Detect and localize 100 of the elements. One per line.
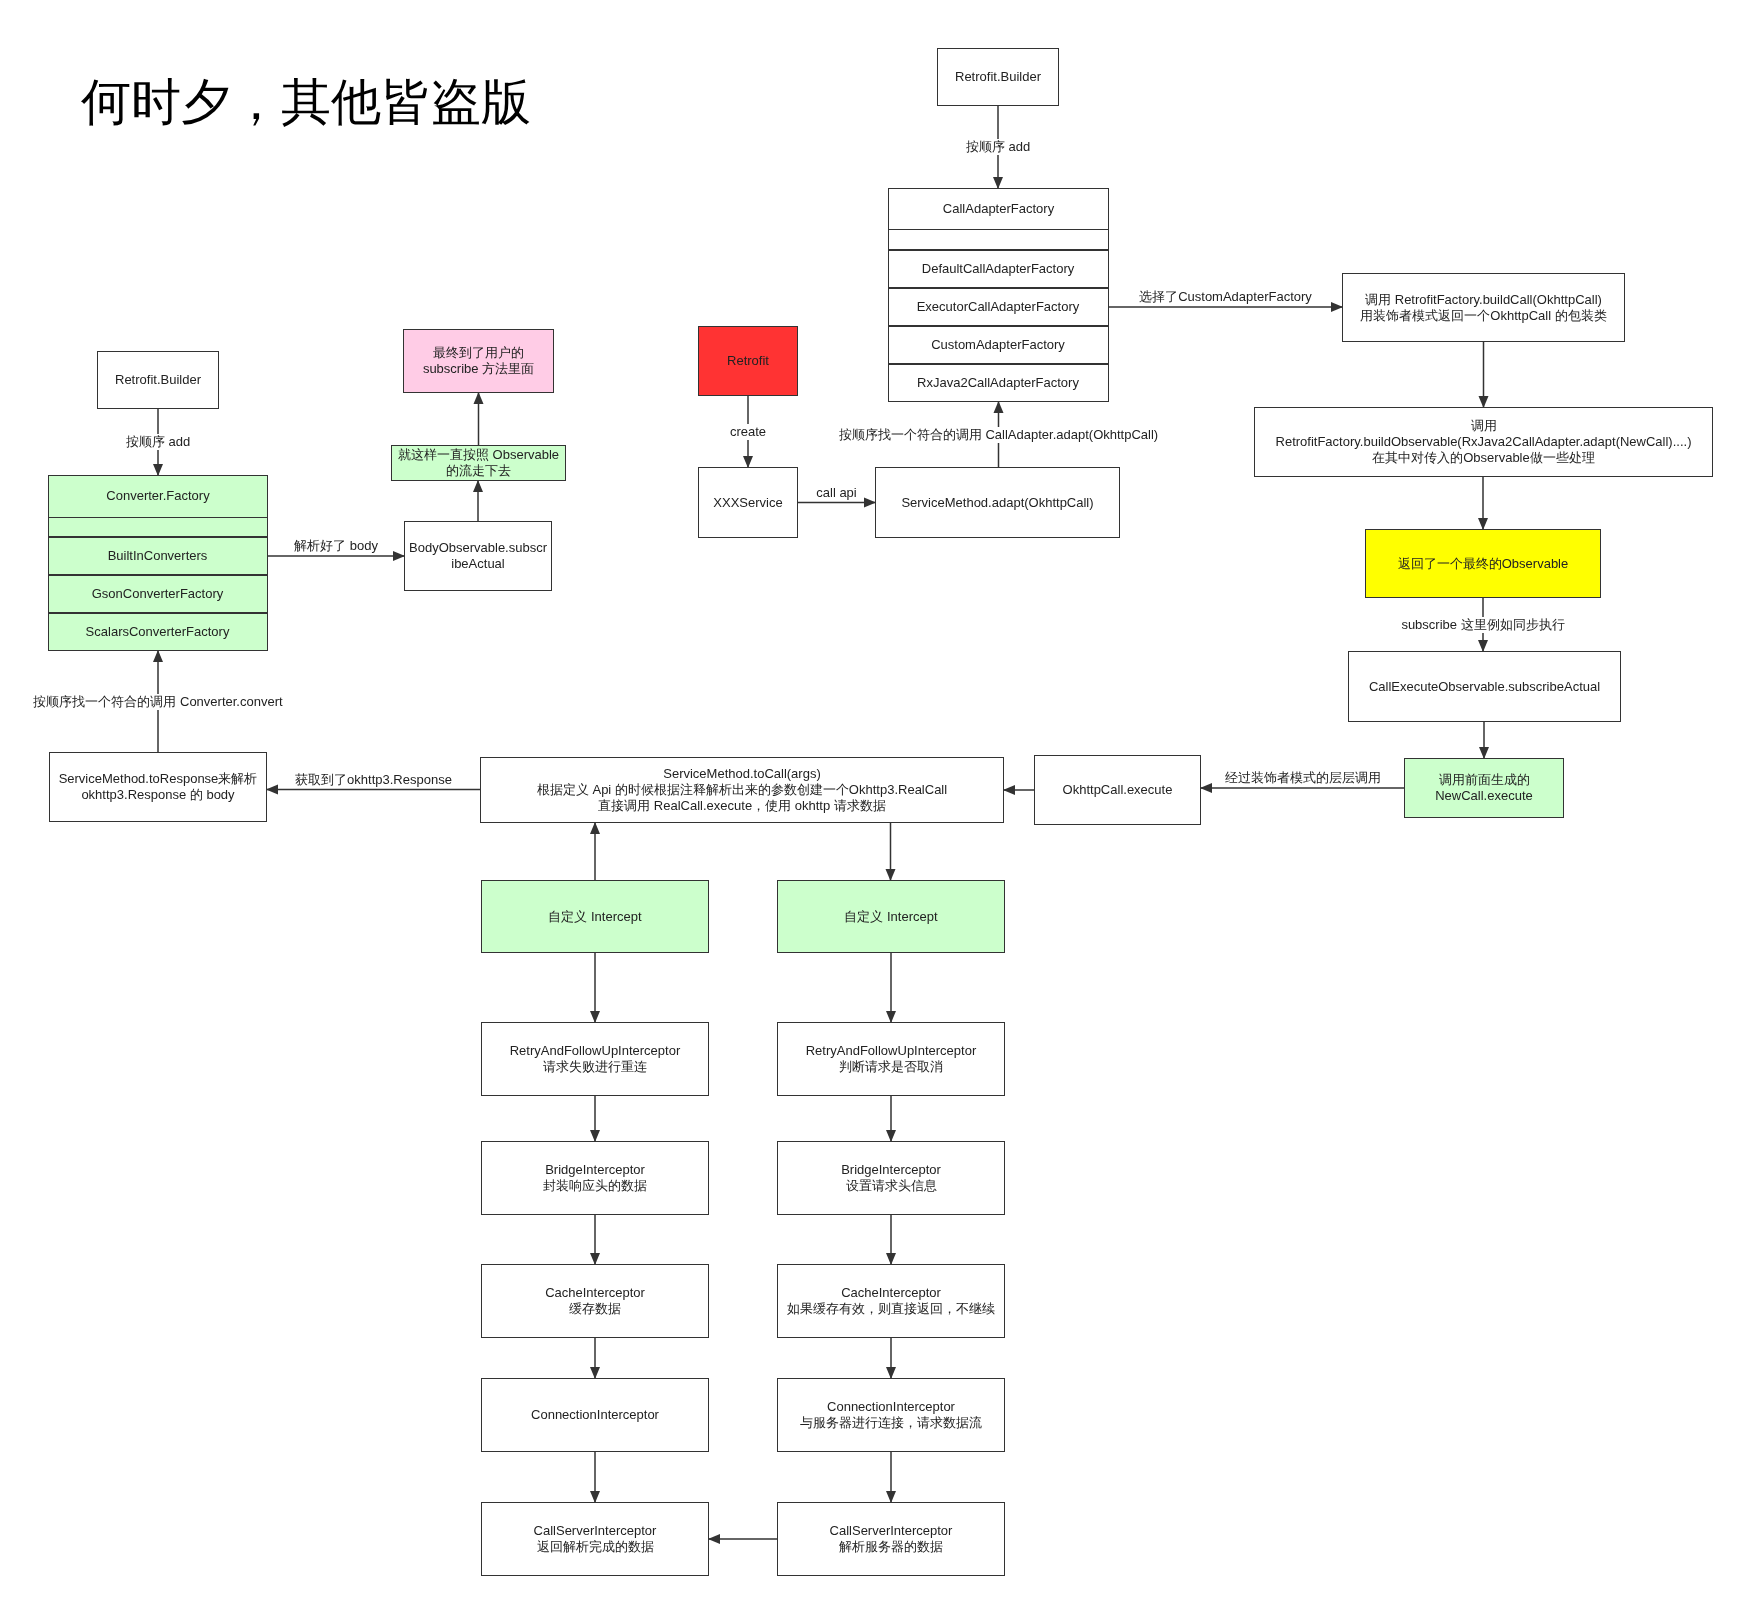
arrow	[886, 1095, 896, 1142]
arrow	[1200, 783, 1405, 793]
arrow	[590, 822, 600, 881]
node-text: 就这样一直按照 Observable 的流走下去	[396, 447, 561, 479]
arrow	[267, 551, 405, 561]
arrow	[473, 480, 483, 522]
process-box	[97, 351, 219, 409]
arrow	[1003, 785, 1035, 795]
process-box	[1034, 755, 1201, 825]
arrow	[886, 1214, 896, 1265]
process-box	[777, 1022, 1005, 1096]
process-box	[1404, 758, 1564, 818]
node-text: 判断请求是否取消	[839, 1059, 943, 1075]
edge-label: subscribe 这里例如同步执行	[1400, 616, 1566, 633]
process-box	[49, 752, 267, 822]
edge-label: 按顺序找一个符合的调用 Converter.convert	[32, 693, 284, 710]
process-box	[481, 880, 709, 953]
node-text: BuiltInConverters	[107, 547, 208, 564]
node-text: 自定义 Intercept	[548, 908, 642, 925]
node-text: 用装饰者模式返回一个OkhttpCall 的包装类	[1360, 307, 1607, 324]
node-text: RxJava2CallAdapterFactory	[917, 374, 1079, 391]
node-text: 自定义 Intercept	[844, 908, 938, 925]
node-text: GsonConverterFactory	[91, 585, 224, 602]
node-text: CacheInterceptor	[841, 1285, 941, 1301]
list-row	[47, 574, 268, 613]
node-text: 设置请求头信息	[845, 1178, 937, 1194]
process-box	[404, 521, 552, 591]
arrow	[590, 1214, 600, 1265]
process-box	[1342, 273, 1625, 342]
node-text: RetryAndFollowUpInterceptor	[805, 1043, 977, 1059]
node-text: 调用	[1470, 418, 1497, 434]
arrow	[886, 1451, 896, 1503]
process-box	[777, 1264, 1005, 1338]
node-text: BodyObservable.subscribeActual	[409, 540, 547, 572]
process-box	[937, 48, 1059, 106]
arrow	[1478, 476, 1488, 530]
process-box	[481, 1502, 709, 1576]
node-text: 最终到了用户的 subscribe 方法里面	[421, 345, 536, 377]
process-box	[698, 326, 798, 396]
arrow	[590, 952, 600, 1023]
node-text: 在其中对传入的Observable做一些处理	[1372, 450, 1595, 466]
arrow	[886, 952, 896, 1023]
list-row	[47, 536, 268, 575]
list-row	[887, 287, 1109, 326]
process-box	[777, 880, 1005, 953]
node-text: 调用前面生成的 NewCall.execute	[1434, 772, 1534, 804]
edge-label: 按顺序 add	[964, 139, 1032, 155]
node-text: 解析服务器的数据	[839, 1539, 943, 1555]
node-text: Converter.Factory	[106, 488, 210, 505]
node-text: Retrofit	[727, 353, 769, 369]
edge-label: 获取到了okhttp3.Response	[294, 771, 453, 788]
arrow	[708, 1534, 778, 1544]
node-text: DefaultCallAdapterFactory	[921, 260, 1075, 277]
node-text: CallServerInterceptor	[533, 1523, 657, 1539]
node-text: ConnectionInterceptor	[531, 1407, 659, 1423]
arrow	[590, 1337, 600, 1379]
process-box	[481, 1022, 709, 1096]
node-text: 请求失败进行重连	[543, 1059, 647, 1075]
node-text: XXXService	[713, 494, 783, 511]
edge-label: create	[728, 423, 768, 440]
list-box	[888, 188, 1109, 402]
list-row	[887, 249, 1109, 288]
edge-label: 解析好了 body	[293, 538, 379, 554]
process-box	[403, 329, 554, 393]
node-text: 封装响应头的数据	[543, 1178, 647, 1194]
node-text: 调用 RetrofitFactory.buildCall(OkhttpCall)	[1365, 291, 1602, 308]
arrow	[266, 784, 481, 795]
node-text: Retrofit.Builder	[955, 69, 1041, 85]
node-text: ServiceMethod.adapt(OkhttpCall)	[901, 494, 1094, 511]
node-text: 缓存数据	[569, 1301, 621, 1317]
node-text: CallServerInterceptor	[829, 1523, 953, 1539]
arrow	[797, 497, 876, 508]
arrow	[590, 1095, 600, 1142]
edge-label: 按顺序找一个符合的调用 CallAdapter.adapt(OkhttpCall)	[837, 426, 1160, 443]
process-box	[1365, 529, 1601, 598]
node-text: 直接调用 RealCall.execute，使用 okhttp 请求数据	[598, 798, 886, 814]
node-text: RetrofitFactory.buildObservable(RxJava2CallAdapter.adapt(NewCall)....)	[1275, 434, 1692, 450]
node-text: Retrofit.Builder	[115, 372, 201, 388]
list-box	[48, 475, 268, 651]
node-text: CallAdapterFactory	[942, 200, 1055, 217]
node-text: ServiceMethod.toResponse来解析okhttp3.Response 的 body	[57, 771, 259, 803]
process-box	[1254, 407, 1713, 477]
node-text: ServiceMethod.toCall(args)	[663, 766, 821, 782]
node-text: ExecutorCallAdapterFactory	[916, 298, 1080, 315]
list-row	[887, 325, 1109, 364]
node-text: ScalarsConverterFactory	[85, 623, 230, 640]
arrow	[590, 1451, 600, 1503]
arrow	[1108, 302, 1343, 312]
arrow	[886, 1337, 896, 1379]
process-box	[698, 467, 798, 538]
node-text: CacheInterceptor	[545, 1285, 645, 1301]
node-text: RetryAndFollowUpInterceptor	[509, 1043, 681, 1059]
process-box	[777, 1502, 1005, 1576]
node-text: 根据定义 Api 的时候根据注释解析出来的参数创建一个Okhttp3.RealCall	[536, 782, 948, 798]
empty-row	[887, 228, 1109, 250]
title: 何时夕，其他皆盗版	[81, 73, 531, 132]
arrow	[885, 822, 896, 881]
arrow	[473, 392, 484, 446]
edge-label: 选择了CustomAdapterFactory	[1138, 289, 1313, 305]
process-box	[777, 1141, 1005, 1215]
